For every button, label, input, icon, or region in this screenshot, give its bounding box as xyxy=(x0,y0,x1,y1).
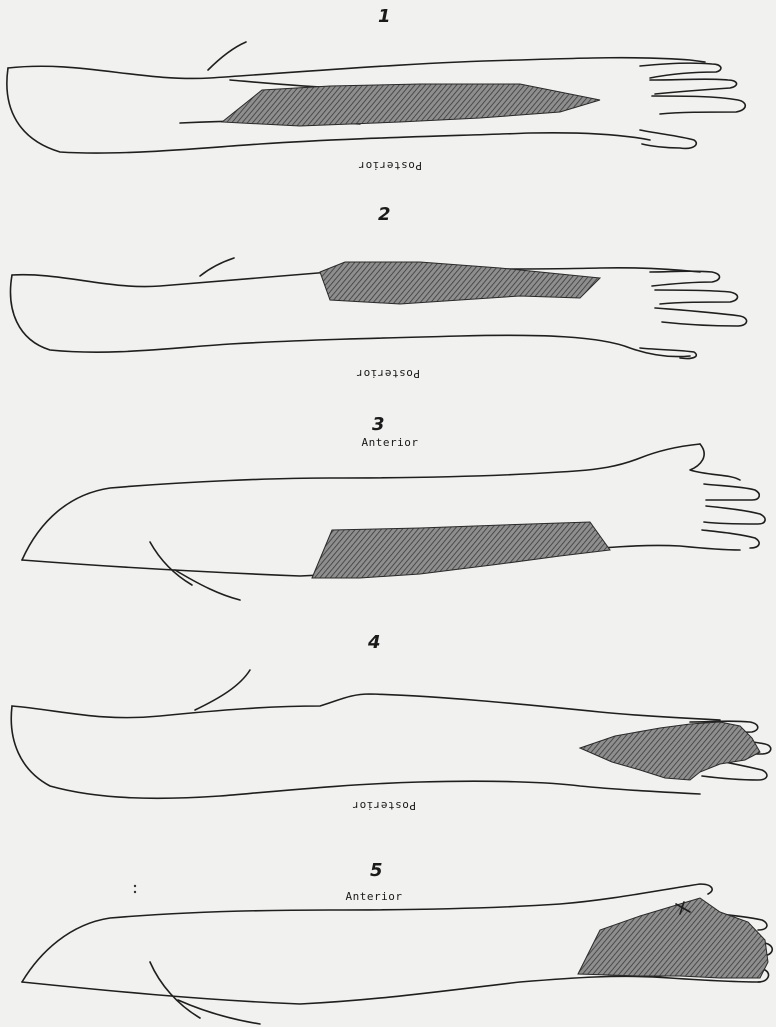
side-label: Posterior xyxy=(356,367,420,380)
arm-outline xyxy=(12,694,720,720)
figure-1: 1 Posterior xyxy=(7,6,745,172)
figure-4: 4 Posterior xyxy=(11,632,770,812)
arm-outline xyxy=(208,42,246,70)
hand-outline xyxy=(652,96,745,114)
hand-outline xyxy=(655,290,738,304)
speck xyxy=(134,891,136,893)
hand-outline xyxy=(690,444,740,480)
hand-outline xyxy=(655,308,747,326)
figure-2: 2 Posterior xyxy=(11,204,747,380)
hand-outline xyxy=(702,530,759,548)
figure-number: 3 xyxy=(372,414,385,435)
arm-outline xyxy=(150,542,192,585)
arm-outline xyxy=(8,58,705,79)
figure-3: 3 Anterior xyxy=(22,414,765,600)
side-label: Anterior xyxy=(346,890,403,903)
arm-outline xyxy=(200,258,234,276)
hand-outline xyxy=(650,79,737,94)
side-label: Posterior xyxy=(352,799,416,812)
shaded-region xyxy=(312,522,610,578)
arm-outline xyxy=(22,976,760,1004)
side-label: Anterior xyxy=(362,436,419,449)
figure-number: 1 xyxy=(378,6,391,27)
arm-outline xyxy=(195,670,250,710)
speck xyxy=(134,885,136,887)
side-label: Posterior xyxy=(358,159,422,172)
figure-5: 5 Anterior xyxy=(22,860,772,1024)
figure-number: 4 xyxy=(367,632,381,653)
shaded-region xyxy=(578,898,768,978)
hand-outline xyxy=(640,63,721,78)
shaded-region xyxy=(580,722,760,780)
arm-outline xyxy=(150,962,200,1018)
hand-outline xyxy=(650,271,720,286)
hand-outline xyxy=(704,484,759,500)
figure-number: 5 xyxy=(370,860,383,881)
figure-number: 2 xyxy=(378,204,391,225)
shaded-region xyxy=(222,84,600,126)
hand-outline xyxy=(704,506,765,524)
arm-outline xyxy=(175,570,240,600)
